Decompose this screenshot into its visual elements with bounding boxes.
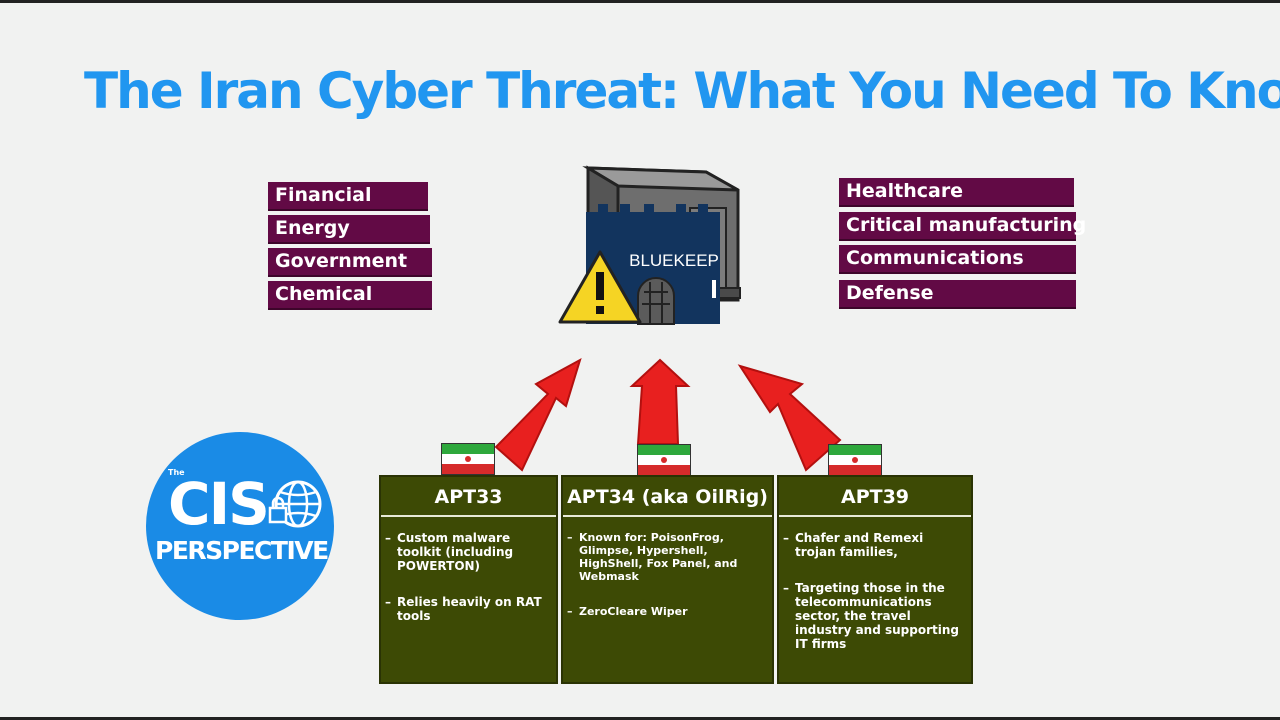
apt-bullet: –Targeting those in the telecommunicatio… [783,581,960,651]
cis-perspective-logo: The CIS PERSPECTIVE [146,432,334,620]
sector-tag-defense: Defense [839,280,1076,309]
apt-card-apt33: APT33 –Custom malware toolkit (including… [379,475,558,684]
apt-card-title: APT34 (aka OilRig) [563,477,772,517]
logo-sub-text: PERSPECTIVE [155,536,329,565]
sector-tag-critical-manufacturing: Critical manufacturing [839,212,1086,241]
arrows [494,357,842,472]
iran-flag-icon [828,444,882,476]
sector-tag-healthcare: Healthcare [839,178,1074,207]
arrow-apt34 [629,358,691,445]
bluekeep-label: BLUEKEEP [629,251,719,270]
sector-tag-energy: Energy [268,215,430,244]
sector-tag-chemical: Chemical [268,281,432,310]
apt-bullet: –ZeroCleare Wiper [567,605,688,618]
iran-flag-icon [637,444,691,476]
apt-card-title: APT33 [381,477,556,517]
apt-bullet: –Chafer and Remexi trojan families, [783,531,924,559]
page-title: The Iran Cyber Threat: What You Need To … [84,62,1280,120]
apt-card-apt34: APT34 (aka OilRig) –Known for: PoisonFro… [561,475,774,684]
bluekeep-illustration: BLUEKEEP [558,165,741,325]
sector-tag-financial: Financial [268,182,428,211]
globe-lock-icon [268,480,322,528]
arrow-apt33 [494,357,582,472]
sector-tag-government: Government [268,248,432,277]
iran-flag-icon [441,443,495,475]
apt-bullet: –Relies heavily on RAT tools [385,595,542,623]
arrow-apt39 [737,364,842,472]
apt-bullet: –Custom malware toolkit (including POWER… [385,531,514,573]
logo-big-text: CIS [168,470,270,538]
apt-bullet: –Known for: PoisonFrog, Glimpse, Hypersh… [567,531,738,583]
logo-small-text: The [168,468,185,477]
apt-card-apt39: APT39 –Chafer and Remexi trojan families… [777,475,973,684]
sector-tag-communications: Communications [839,245,1076,274]
apt-card-title: APT39 [779,477,971,517]
warning-icon [558,250,642,324]
